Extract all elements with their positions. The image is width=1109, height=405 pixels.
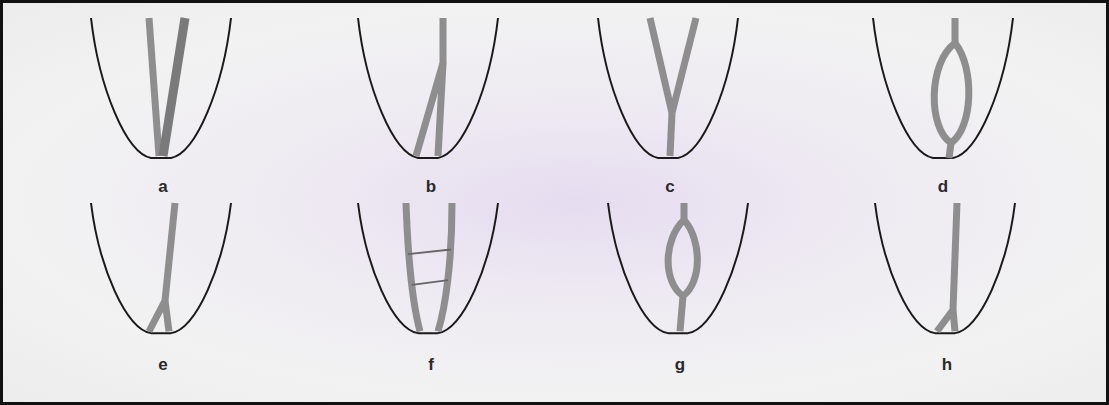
figure-letter: d xyxy=(938,178,948,195)
figure-letter: e xyxy=(158,356,167,373)
root-type-d xyxy=(873,18,1013,158)
figure-letter: g xyxy=(675,356,685,373)
root-type-a xyxy=(91,18,231,158)
root-type-f xyxy=(358,203,498,333)
figure-letter: c xyxy=(665,178,674,195)
root-type-g xyxy=(608,203,748,333)
figure-letter: a xyxy=(158,178,167,195)
root-type-e xyxy=(91,203,231,333)
figure-letter: h xyxy=(942,356,952,373)
root-type-b xyxy=(358,18,498,158)
root-canal-illustration xyxy=(3,3,1106,402)
root-type-c xyxy=(598,18,738,158)
figure-letter: b xyxy=(426,178,436,195)
figure-letter: f xyxy=(428,356,434,373)
root-type-h xyxy=(875,203,1015,333)
